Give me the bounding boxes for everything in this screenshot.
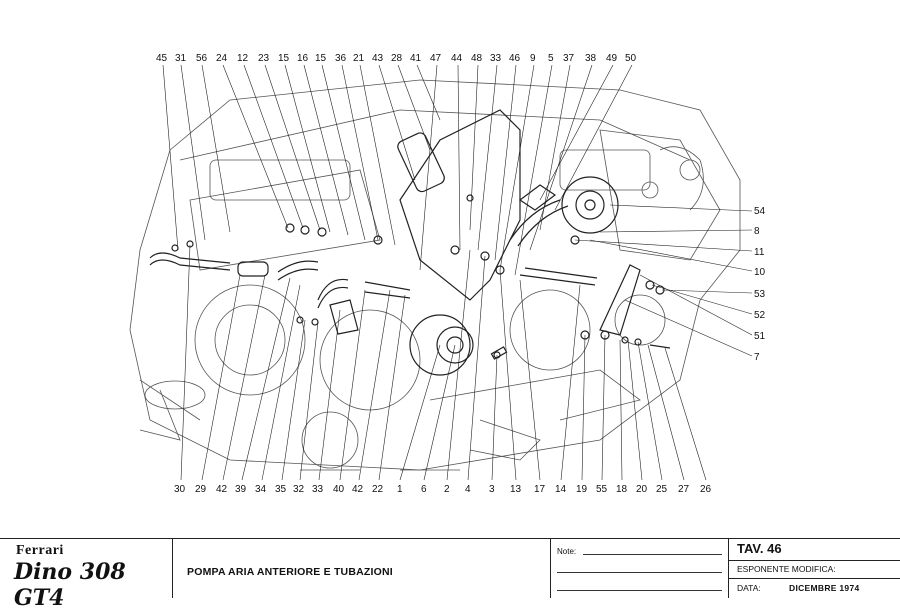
callout: 54 bbox=[754, 206, 766, 217]
callout: 47 bbox=[430, 53, 442, 64]
date-label: DATA: bbox=[737, 583, 761, 593]
callout: 23 bbox=[258, 53, 270, 64]
callout: 44 bbox=[451, 53, 463, 64]
callout: 27 bbox=[678, 484, 690, 495]
callout: 11 bbox=[754, 247, 765, 258]
callout: 40 bbox=[333, 484, 345, 495]
callout: 55 bbox=[596, 484, 608, 495]
callout: 1 bbox=[397, 484, 403, 495]
air-pump-assembly bbox=[397, 109, 671, 376]
callouts-bottom: 30 29 42 39 34 35 32 33 40 42 22 1 6 2 4… bbox=[174, 484, 712, 495]
callout: 42 bbox=[216, 484, 228, 495]
table-number: TAV. 46 bbox=[737, 541, 782, 556]
callout: 56 bbox=[196, 53, 208, 64]
callouts-top: 45 31 56 24 12 23 15 16 15 36 21 43 28 4… bbox=[156, 53, 637, 64]
callout: 21 bbox=[353, 53, 365, 64]
callout: 49 bbox=[606, 53, 618, 64]
callout: 4 bbox=[465, 484, 471, 495]
callout: 24 bbox=[216, 53, 228, 64]
callout: 38 bbox=[585, 53, 597, 64]
callout: 51 bbox=[754, 331, 766, 342]
callout: 26 bbox=[700, 484, 712, 495]
engine-block-drawing bbox=[129, 79, 741, 471]
callout: 17 bbox=[534, 484, 546, 495]
callout: 39 bbox=[235, 484, 247, 495]
callout: 10 bbox=[754, 267, 766, 278]
notes-label: Note: bbox=[557, 547, 577, 556]
callout: 18 bbox=[616, 484, 628, 495]
callout: 48 bbox=[471, 53, 483, 64]
callout: 31 bbox=[175, 53, 187, 64]
revision-label: ESPONENTE MODIFICA: bbox=[737, 564, 836, 574]
logo-cell: Ferrari Dino 308 GT4 bbox=[0, 539, 173, 611]
note-line bbox=[557, 590, 722, 591]
callout: 36 bbox=[335, 53, 347, 64]
callout: 9 bbox=[530, 53, 536, 64]
callout: 37 bbox=[563, 53, 575, 64]
callout: 15 bbox=[315, 53, 327, 64]
callout: 12 bbox=[237, 53, 249, 64]
callout: 25 bbox=[656, 484, 668, 495]
callout: 16 bbox=[297, 53, 309, 64]
divider bbox=[729, 560, 900, 561]
callout: 30 bbox=[174, 484, 186, 495]
leader-lines bbox=[162, 64, 753, 481]
callout: 28 bbox=[391, 53, 403, 64]
callout: 45 bbox=[156, 53, 168, 64]
callout: 33 bbox=[312, 484, 324, 495]
callout: 41 bbox=[410, 53, 422, 64]
callout: 7 bbox=[754, 352, 760, 363]
callout: 5 bbox=[548, 53, 554, 64]
callout: 13 bbox=[510, 484, 522, 495]
exploded-parts-diagram: 45 31 56 24 12 23 15 16 15 36 21 43 28 4… bbox=[129, 53, 766, 495]
callout: 50 bbox=[625, 53, 637, 64]
callout: 3 bbox=[489, 484, 495, 495]
page-title: POMPA ARIA ANTERIORE E TUBAZIONI bbox=[187, 566, 393, 578]
callout: 29 bbox=[195, 484, 207, 495]
callout: 14 bbox=[555, 484, 567, 495]
callout: 33 bbox=[490, 53, 502, 64]
dino-model-logo: Dino 308 GT4 bbox=[14, 559, 126, 611]
note-line bbox=[583, 554, 722, 555]
callout: 2 bbox=[444, 484, 450, 495]
callout: 46 bbox=[509, 53, 521, 64]
callout: 34 bbox=[255, 484, 267, 495]
callout: 6 bbox=[421, 484, 427, 495]
callouts-right: 54 8 11 10 53 52 51 7 bbox=[754, 206, 766, 363]
air-hoses bbox=[149, 184, 569, 360]
callout: 53 bbox=[754, 289, 766, 300]
note-line bbox=[557, 572, 722, 573]
date-value: DICEMBRE 1974 bbox=[789, 583, 860, 593]
info-cell: TAV. 46 ESPONENTE MODIFICA: DATA: DICEMB… bbox=[729, 539, 900, 598]
divider bbox=[729, 578, 900, 579]
callout: 15 bbox=[278, 53, 290, 64]
ferrari-logo: Ferrari bbox=[16, 543, 64, 558]
callout: 42 bbox=[352, 484, 364, 495]
callout: 35 bbox=[275, 484, 287, 495]
callout: 20 bbox=[636, 484, 648, 495]
callout: 8 bbox=[754, 226, 760, 237]
callout: 52 bbox=[754, 310, 766, 321]
callout: 19 bbox=[576, 484, 588, 495]
title-block: Ferrari Dino 308 GT4 POMPA ARIA ANTERIOR… bbox=[0, 538, 900, 611]
callout: 22 bbox=[372, 484, 384, 495]
callout: 32 bbox=[293, 484, 305, 495]
callout: 43 bbox=[372, 53, 384, 64]
title-cell: POMPA ARIA ANTERIORE E TUBAZIONI bbox=[173, 539, 551, 598]
notes-cell: Note: bbox=[551, 539, 729, 598]
